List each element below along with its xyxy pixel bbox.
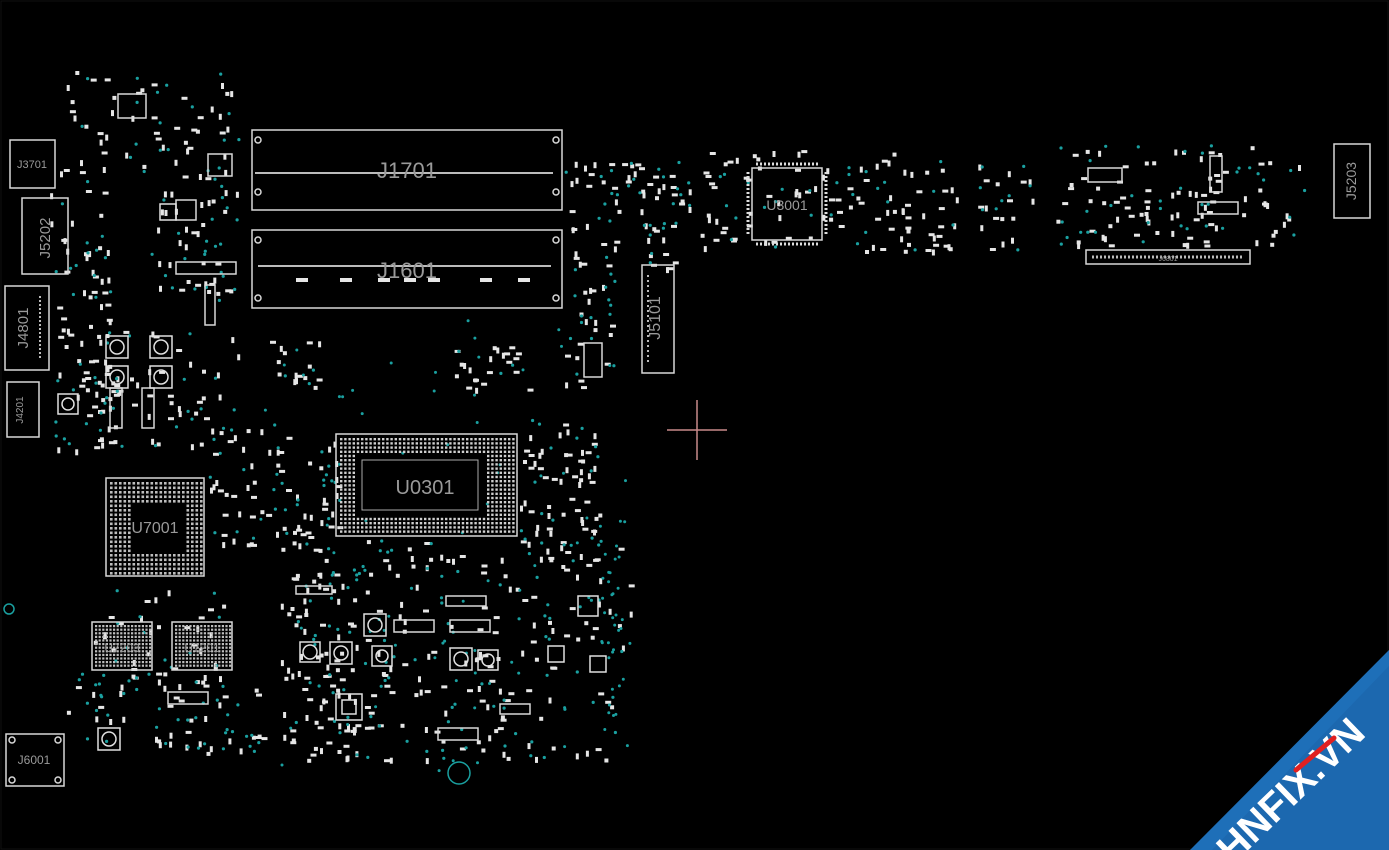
component-J6001[interactable]: J6001 — [5, 733, 65, 787]
component-J5202[interactable]: J5202 — [21, 197, 69, 275]
label-J6801: J6801 — [1158, 256, 1177, 263]
label-J4801: J4801 — [15, 308, 32, 349]
component-U7201[interactable]: U7201 — [171, 621, 233, 671]
label-J5203: J5203 — [1343, 162, 1359, 200]
label-U7001: U7001 — [131, 520, 178, 537]
component-J5101[interactable]: J5101 — [641, 264, 675, 374]
component-U0301[interactable]: U0301 — [335, 433, 518, 537]
inductors — [57, 203, 607, 751]
component-U7203[interactable]: U7203 — [91, 621, 153, 671]
label-U7203: U7203 — [104, 641, 140, 655]
crosshair-cursor — [667, 400, 727, 460]
label-U7201: U7201 — [184, 641, 220, 655]
vias — [54, 72, 1307, 773]
component-J1601[interactable]: J1601 — [251, 229, 563, 309]
label-J3701: J3701 — [17, 159, 47, 171]
label-J1601: J1601 — [377, 258, 437, 283]
component-J5203[interactable]: J5203 — [1333, 143, 1371, 219]
label-U0301: U0301 — [396, 477, 455, 499]
component-J1701[interactable]: J1701 — [251, 129, 563, 211]
component-J4201[interactable]: J4201 — [6, 381, 40, 438]
component-J3701[interactable]: J3701 — [9, 139, 56, 189]
test-point — [3, 603, 15, 615]
component-J6801[interactable]: J6801 — [1085, 249, 1251, 265]
watermark-logo: HNFIX.VN — [1190, 650, 1389, 850]
test-point — [447, 761, 471, 785]
component-J4801[interactable]: J4801 — [4, 285, 50, 371]
component-U3001[interactable]: U3001 — [746, 162, 828, 246]
label-J5101: J5101 — [647, 296, 664, 340]
label-J1701: J1701 — [377, 158, 437, 183]
component-U7001[interactable]: U7001 — [105, 477, 205, 577]
label-J5202: J5202 — [37, 218, 54, 259]
label-U3001: U3001 — [766, 197, 807, 213]
label-J6001: J6001 — [18, 753, 51, 767]
label-J4201: J4201 — [15, 396, 26, 424]
